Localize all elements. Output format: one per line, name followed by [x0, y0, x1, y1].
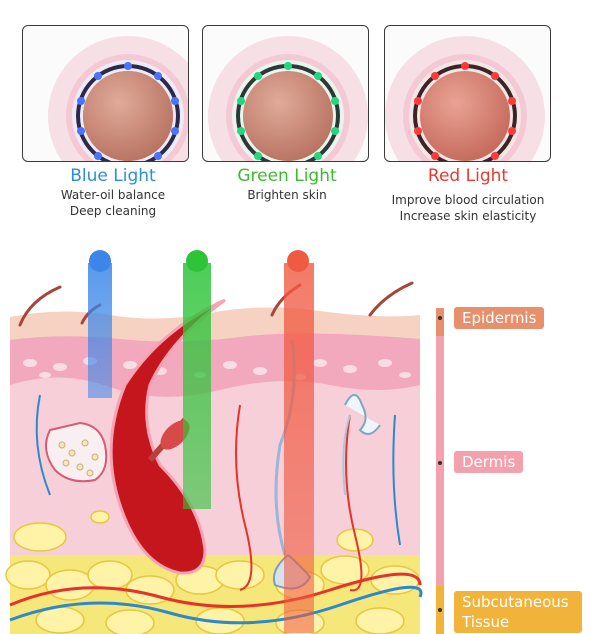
layer-scale-epidermis: [436, 308, 444, 336]
red-light-desc-2: Increase skin elasticity: [399, 209, 537, 223]
subcutaneous-tissue-label: Subcutaneous Tissue: [454, 591, 582, 633]
epidermis-marker: [438, 316, 442, 320]
led-ring-icon: [414, 62, 516, 160]
device-head-icon: [48, 36, 188, 161]
led-ring-icon: [237, 62, 339, 160]
red-light-beam: [284, 263, 314, 633]
blue-light-desc-2: Deep cleaning: [69, 204, 157, 218]
red-light-title: Red Light: [427, 166, 509, 186]
device-head-icon: [385, 36, 545, 161]
blue-light-source-icon: [89, 250, 111, 272]
led-ring-icon: [77, 62, 179, 160]
device-head-icon: [208, 36, 368, 161]
green-light-beam: [183, 263, 211, 509]
blue-light-beam: [88, 263, 112, 398]
fat-cell-icon: [5, 510, 420, 634]
subcutaneous-marker: [438, 608, 442, 612]
blood-vessel-icon: [9, 394, 423, 625]
sweat-gland-icon: [342, 394, 381, 496]
green-light-title: Green Light: [237, 166, 337, 186]
light-beams: [88, 250, 314, 633]
red-light-source-icon: [287, 250, 309, 272]
red-light-device-card: [384, 25, 551, 162]
red-light-desc-1: Improve blood circulation: [391, 193, 545, 207]
dermis-marker: [438, 461, 442, 465]
epidermis-label: Epidermis: [454, 307, 545, 329]
hair-follicle-icon: [109, 298, 226, 575]
green-light-source-icon: [186, 250, 208, 272]
blue-light-desc-1: Water-oil balance: [60, 188, 166, 202]
green-light-device-card: [202, 25, 369, 162]
sebaceous-gland-icon: [45, 421, 108, 483]
blue-light-title: Blue Light: [70, 166, 156, 186]
green-light-desc-1: Brighten skin: [247, 188, 327, 202]
skin-cross-section: [5, 250, 423, 634]
blue-light-device-card: [22, 25, 189, 162]
dermis-label: Dermis: [454, 451, 524, 473]
